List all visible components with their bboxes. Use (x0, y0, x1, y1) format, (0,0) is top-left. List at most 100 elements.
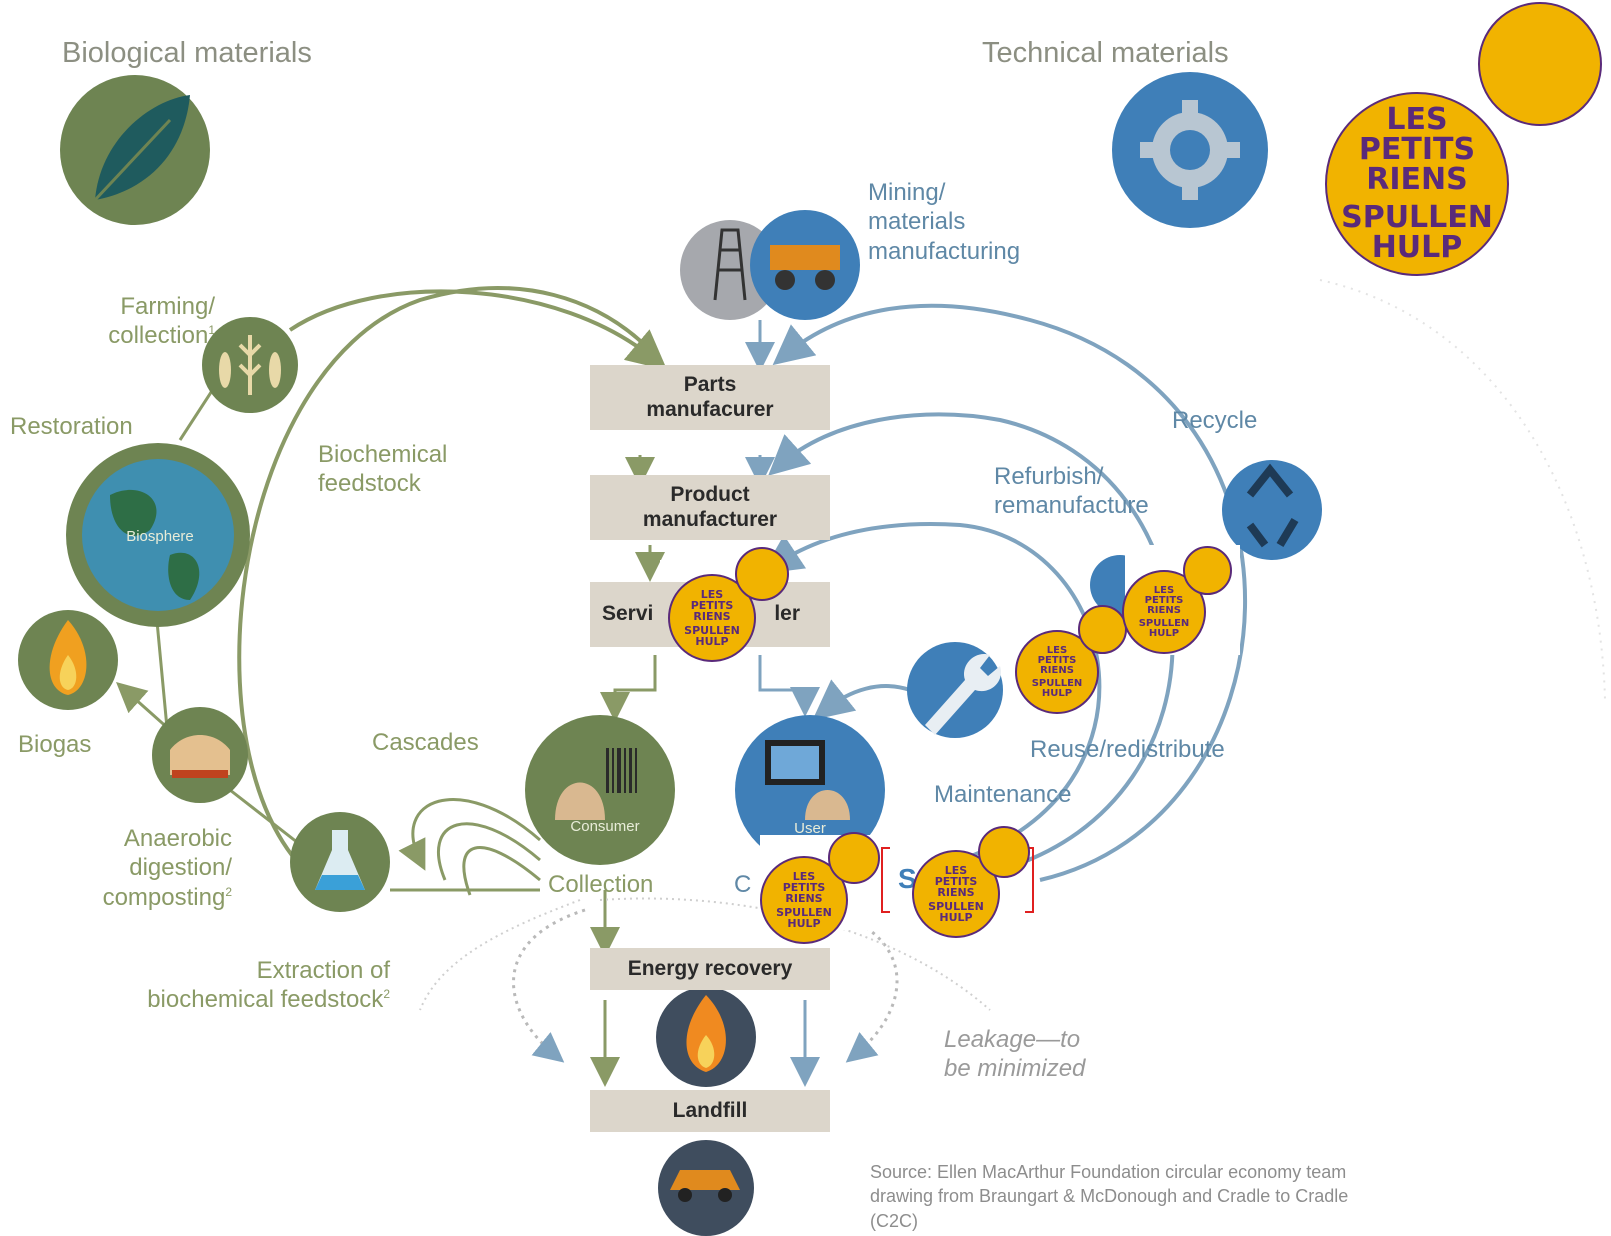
biogas-flame-icon (18, 610, 118, 710)
cascades-label: Cascades (372, 729, 479, 756)
cascade-arc-1 (398, 798, 541, 871)
extraction-label: Extraction of biochemical feedstock2 (50, 956, 390, 1015)
badge-line: RIENS (937, 886, 975, 899)
badge-line: HULP (939, 911, 973, 924)
flask-icon (290, 812, 390, 912)
badge-line: LES (700, 588, 724, 601)
badge-figure-circle-collection (828, 832, 880, 884)
badge-line: HULP (695, 635, 729, 648)
refurbish-label: Refurbish/ remanufacture (994, 463, 1149, 520)
badge-figure-circle-reuse-1 (1078, 605, 1127, 654)
faint-dotted-arc (1319, 279, 1606, 701)
landfill-truck-icon (658, 1140, 754, 1236)
badge-line: RIENS (693, 610, 731, 623)
collection-partial-label: C (734, 871, 752, 898)
biochemical-feedstock-loop (237, 286, 652, 892)
collection-label: Collection (548, 871, 654, 898)
les-petits-riens-logo-large: LES PETITS RIENS SPULLEN HULP (1325, 92, 1509, 276)
badge-line: LES (792, 870, 816, 883)
user-computer-icon (735, 715, 885, 865)
badge-line: SPULLEN (776, 906, 832, 919)
biochemical-feedstock-label: Biochemical feedstock (318, 441, 448, 498)
leakage-arc-left (512, 908, 586, 1063)
badge-line: HULP (1148, 627, 1180, 639)
les-petits-riens-logo-collection: LES PETITS RIENS SPULLEN HULP (760, 856, 848, 944)
badge-line: SPULLEN (1031, 677, 1083, 689)
maintenance-label: Maintenance (934, 781, 1072, 808)
leakage-label: Leakage—to be minimized (944, 1026, 1086, 1083)
consumer-icon (525, 715, 675, 865)
badge-line: PETITS (1037, 654, 1077, 666)
service-left-text: Servi (602, 602, 654, 626)
badge-line: PETITS (934, 875, 978, 888)
extraction-sup: 2 (383, 987, 390, 1002)
maintenance-loop (812, 679, 911, 720)
biosphere-label: Biosphere (126, 528, 194, 545)
badge-line: SPULLEN (1341, 200, 1493, 235)
badge-line: PETITS (1358, 132, 1476, 167)
farming-label: Farming/ collection1 (65, 292, 215, 351)
anaerobic-to-biogas (116, 682, 171, 732)
leakage-dotted-line (599, 897, 991, 1011)
product-manufacturer-box: Product manufacturer (590, 475, 830, 540)
badge-figure-circle-large (1478, 2, 1602, 126)
heading-biological: Biological materials (62, 37, 312, 69)
anaerobic-text: Anaerobic digestion/ composting (102, 825, 232, 911)
recycle-loop (772, 303, 1247, 882)
badge-line: HULP (1041, 687, 1073, 699)
energy-flame-icon (656, 987, 756, 1087)
cascade-arc-3 (462, 846, 541, 896)
badge-figure-circle-bracket (978, 826, 1030, 878)
service-to-user-arrow (758, 655, 820, 717)
leakage-arc-right (829, 908, 899, 1063)
farming-to-parts-arrow (288, 289, 668, 371)
badge-line: RIENS (1040, 664, 1074, 676)
badge-line: LES (1153, 584, 1175, 596)
leakage-dotted-left (419, 899, 581, 1011)
anaerobic-label: Anaerobic digestion/ composting2 (40, 824, 232, 912)
badge-line: SPULLEN (684, 624, 740, 637)
consumer-label: Consumer (570, 818, 640, 835)
user-label: User (794, 820, 826, 837)
service-right-text: ler (774, 602, 800, 626)
biogas-label: Biogas (18, 731, 92, 758)
les-petits-riens-logo-reuse-1: LES PETITS RIENS SPULLEN HULP (1015, 630, 1099, 714)
farming-sup: 1 (208, 323, 215, 338)
badge-line: SPULLEN (1138, 617, 1190, 629)
badge-line: LES (1386, 102, 1448, 137)
farming-text: Farming/ collection (108, 293, 215, 350)
badge-line: PETITS (782, 881, 826, 894)
badge-line: RIENS (1147, 604, 1181, 616)
badge-figure-circle-reuse-2 (1183, 546, 1232, 595)
badge-line: SPULLEN (928, 900, 984, 913)
reuse-loop (761, 522, 1102, 862)
extraction-text: Extraction of biochemical feedstock (147, 957, 390, 1014)
biosphere-globe-icon (66, 443, 250, 627)
heading-technical: Technical materials (982, 37, 1229, 69)
parts-manufacturer-box: Parts manufacurer (590, 365, 830, 430)
cascade-arc-2 (437, 822, 541, 881)
refurbish-loop (768, 412, 1175, 872)
badge-line: LES (944, 864, 968, 877)
anaerobic-sup: 2 (225, 884, 232, 899)
badge-line: HULP (1371, 230, 1463, 265)
reuse-label: Reuse/redistribute (1030, 736, 1225, 763)
badge-line: RIENS (1366, 162, 1468, 197)
recycle-label: Recycle (1172, 407, 1258, 434)
source-note: Source: Ellen MacArthur Foundation circu… (870, 1162, 1349, 1231)
gear-icon (1112, 72, 1268, 228)
service-to-consumer-arrow (600, 655, 657, 722)
wheat-fish-icon (202, 317, 298, 413)
badge-figure-circle-service (735, 547, 789, 601)
energy-recovery-box: Energy recovery (590, 948, 830, 990)
badge-line: RIENS (785, 892, 823, 905)
badge-line: LES (1046, 644, 1068, 656)
wrench-icon (907, 642, 1003, 738)
digester-icon (152, 707, 248, 803)
mining-truck-icon (750, 210, 860, 320)
recycle-icon (1222, 460, 1322, 560)
badge-line: PETITS (1144, 594, 1184, 606)
mining-label: Mining/ materials manufacturing (868, 179, 1021, 265)
badge-line: HULP (787, 917, 821, 930)
